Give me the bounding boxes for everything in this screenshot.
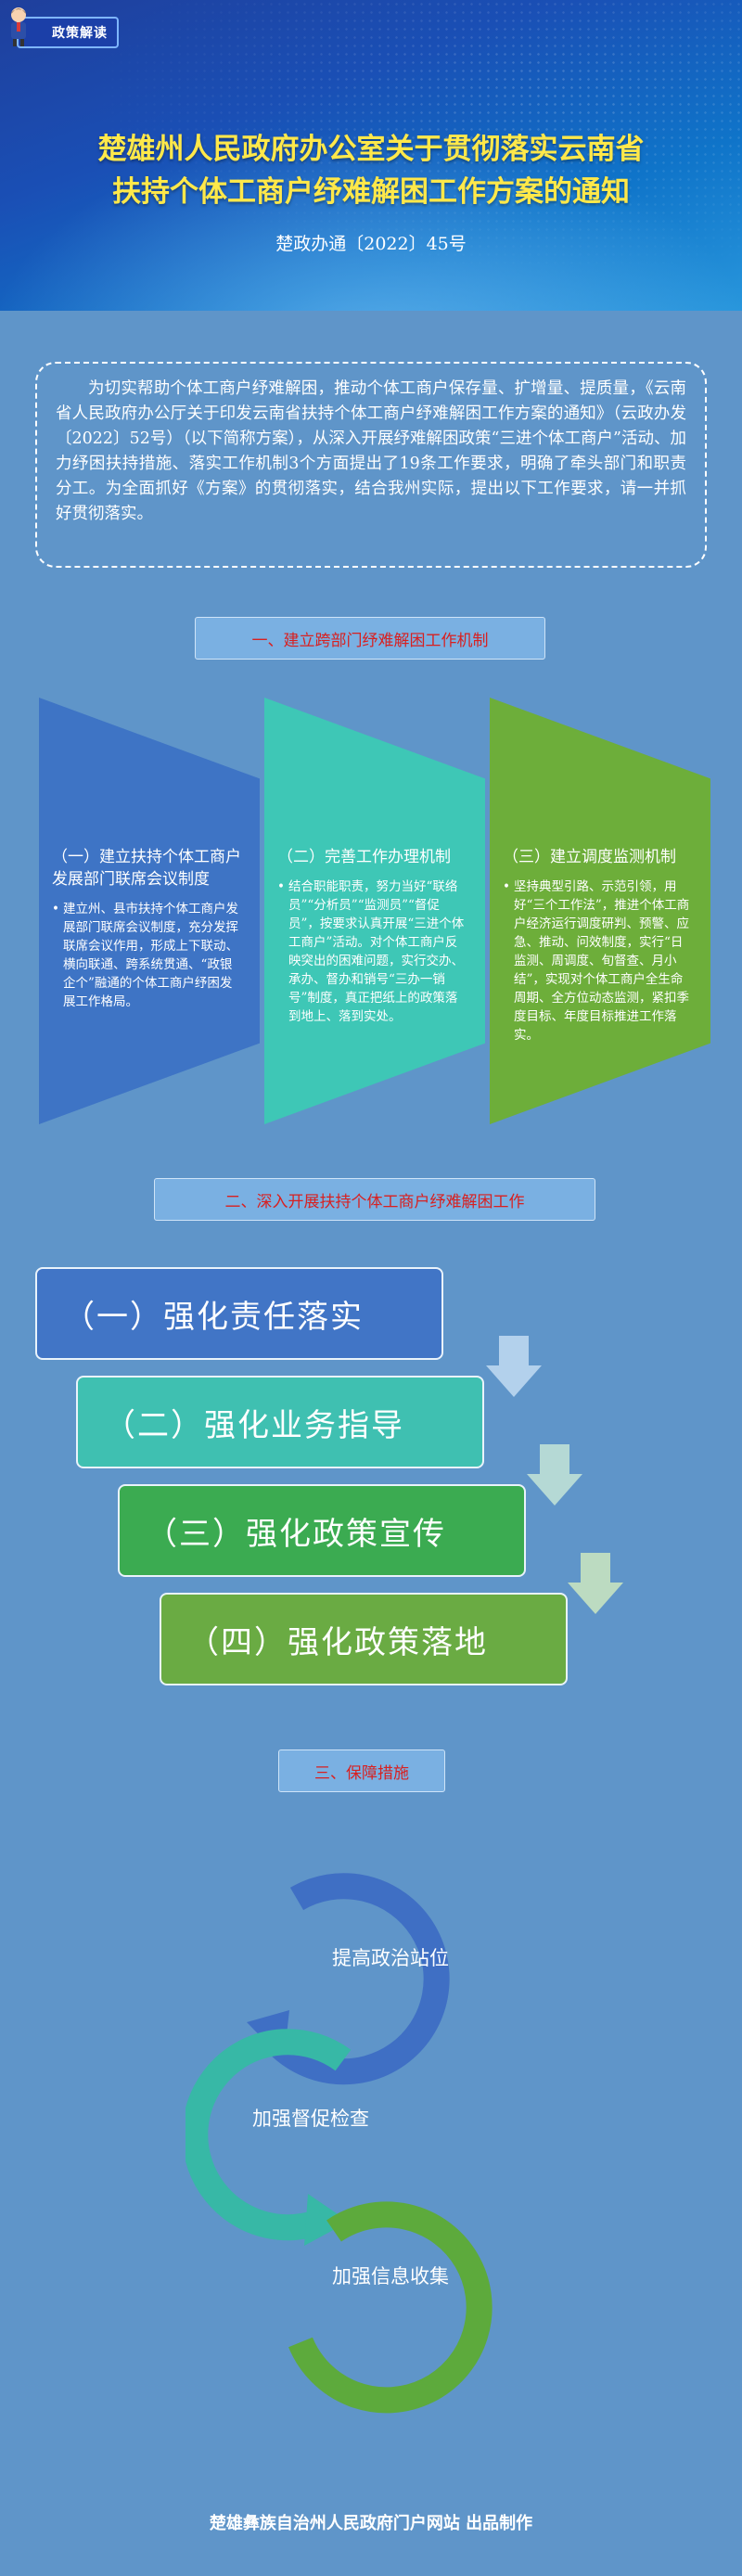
mechanism-card-3: （三）建立调度监测机制 坚持典型引路、示范引领，用好“三个工作法”，推进个体工商… bbox=[490, 698, 710, 1124]
section-1-heading-text: 一、建立跨部门纾难解困工作机制 bbox=[251, 631, 489, 650]
step-3-label: （三）强化政策宣传 bbox=[146, 1515, 446, 1553]
spiral-ring-1 bbox=[261, 1873, 450, 2085]
section-3-heading: 三、保障措施 bbox=[278, 1749, 445, 1792]
mechanism-card-2-body: 结合职能职责，努力当好“联络员”“分析员”“监测员”“督促员”，按要求认真开展“… bbox=[277, 878, 468, 1026]
safeguard-spiral-diagram bbox=[186, 1873, 493, 2414]
section-3-heading-text: 三、保障措施 bbox=[314, 1763, 409, 1783]
step-1-label: （一）强化责任落实 bbox=[63, 1298, 364, 1336]
step-1: （一）强化责任落实 bbox=[35, 1267, 443, 1360]
step-3: （三）强化政策宣传 bbox=[118, 1484, 526, 1577]
title-line-1: 楚雄州人民政府办公室关于贯彻落实云南省 bbox=[97, 133, 645, 166]
down-arrow-icon bbox=[527, 1444, 582, 1506]
mechanism-card-2-title: （二）完善工作办理机制 bbox=[277, 848, 451, 866]
badge-label: 政策解读 bbox=[52, 25, 108, 40]
step-4-label: （四）强化政策落地 bbox=[187, 1623, 488, 1661]
title-line-2: 扶持个体工商户纾难解困工作方案的通知 bbox=[112, 175, 630, 209]
spiral-ring-3 bbox=[288, 2201, 493, 2414]
mechanism-card-1-body: 建立州、县市扶持个体工商户发展部门联席会议制度，充分发挥联席会议作用，形成上下联… bbox=[52, 900, 243, 1011]
section-2-heading: 二、深入开展扶持个体工商户纾难解困工作 bbox=[154, 1178, 595, 1221]
mechanism-card-2: （二）完善工作办理机制 结合职能职责，努力当好“联络员”“分析员”“监测员”“督… bbox=[264, 698, 485, 1124]
mechanism-card-3-body: 坚持典型引路、示范引领，用好“三个工作法”，推进个体工商户经济运行调度研判、预警… bbox=[503, 878, 694, 1044]
mechanism-card-1-title: （一）建立扶持个体工商户发展部门联席会议制度 bbox=[52, 848, 241, 889]
reporter-avatar-icon bbox=[11, 7, 26, 46]
world-map-dots bbox=[0, 0, 742, 311]
mechanism-card-1: （一）建立扶持个体工商户发展部门联席会议制度 建立州、县市扶持个体工商户发展部门… bbox=[39, 698, 260, 1124]
intro-text: 为切实帮助个体工商户纾难解困，推动个体工商户保存量、扩增量、提质量，《云南省人民… bbox=[56, 379, 686, 523]
document-title: 楚雄州人民政府办公室关于贯彻落实云南省 扶持个体工商户纾难解困工作方案的通知 bbox=[0, 128, 742, 213]
safeguard-item-3: 加强信息收集 bbox=[332, 2265, 449, 2288]
header-glow bbox=[0, 111, 742, 311]
down-arrow-icon bbox=[568, 1553, 623, 1614]
section-2-heading-text: 二、深入开展扶持个体工商户纾难解困工作 bbox=[224, 1192, 525, 1211]
intro-box: 为切实帮助个体工商户纾难解困，推动个体工商户保存量、扩增量、提质量，《云南省人民… bbox=[35, 362, 707, 568]
section-1-heading: 一、建立跨部门纾难解困工作机制 bbox=[195, 617, 545, 660]
mechanism-card-3-title: （三）建立调度监测机制 bbox=[503, 848, 676, 866]
spiral-ring-2 bbox=[186, 2029, 352, 2241]
footer-credit: 楚雄彝族自治州人民政府门户网站 出品制作 bbox=[209, 2514, 533, 2533]
safeguard-item-2: 加强督促检查 bbox=[252, 2108, 369, 2130]
safeguard-item-1: 提高政治站位 bbox=[332, 1947, 449, 1969]
spiral-arrowhead-2 bbox=[304, 2194, 349, 2246]
document-number: 楚政办通〔2022〕45号 bbox=[275, 234, 467, 254]
step-2-label: （二）强化业务指导 bbox=[104, 1406, 404, 1444]
header-banner: 政策解读 楚雄州人民政府办公室关于贯彻落实云南省 扶持个体工商户纾难解困工作方案… bbox=[0, 0, 742, 311]
down-arrow-icon bbox=[486, 1336, 542, 1397]
policy-interpretation-badge: 政策解读 bbox=[17, 17, 119, 48]
step-4: （四）强化政策落地 bbox=[160, 1593, 568, 1685]
step-2: （二）强化业务指导 bbox=[76, 1376, 484, 1468]
